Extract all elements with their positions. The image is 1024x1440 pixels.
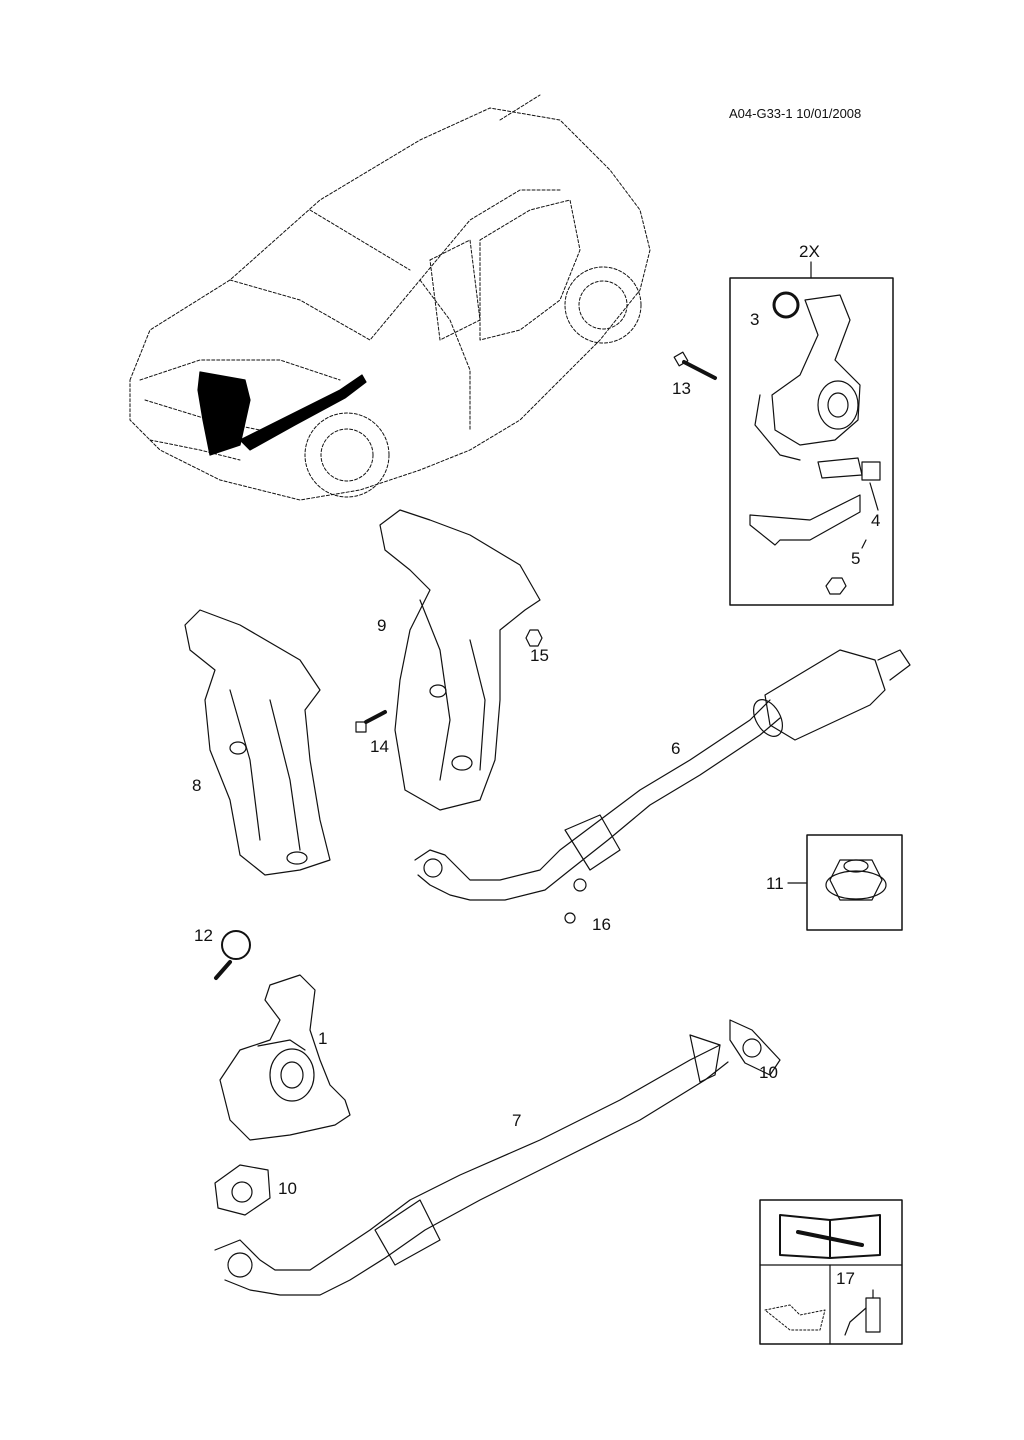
oil-can-icon xyxy=(764,1304,826,1331)
heat-shield-upper-icon xyxy=(379,509,541,811)
nut-icon xyxy=(525,629,543,647)
callout-14: 14 xyxy=(370,737,389,756)
bolt-icon xyxy=(355,710,387,733)
vehicle-outline-icon xyxy=(129,94,651,501)
callout-4: 4 xyxy=(871,511,881,530)
bolt-icon xyxy=(673,351,717,380)
callout-1: 1 xyxy=(318,1029,328,1048)
bracket-icon xyxy=(749,457,881,546)
callout-16: 16 xyxy=(592,915,611,934)
clamp-icon xyxy=(214,930,251,980)
heat-shield-lower-icon xyxy=(184,609,331,876)
front-pipe-icon xyxy=(414,649,911,924)
highlighted-exhaust-icon xyxy=(197,371,367,456)
callout-10-upper: 10 xyxy=(759,1063,778,1082)
catalytic-converter-icon xyxy=(219,974,351,1141)
callout-13: 13 xyxy=(672,379,691,398)
exhaust-pipe-icon xyxy=(214,1034,729,1296)
callout-17: 17 xyxy=(836,1269,855,1288)
gasket-icon xyxy=(214,1164,271,1216)
callout-9: 9 xyxy=(377,616,387,635)
callout-15: 15 xyxy=(530,646,549,665)
callout-11: 11 xyxy=(766,874,784,893)
callout-6: 6 xyxy=(671,739,681,758)
callout-8: 8 xyxy=(192,776,202,795)
callout-5: 5 xyxy=(851,549,861,568)
catalytic-converter-icon xyxy=(754,294,861,461)
callout-7: 7 xyxy=(512,1111,522,1130)
sealant-tube-icon xyxy=(844,1289,881,1336)
flange-nut-icon xyxy=(825,859,887,901)
repair-manual-icon xyxy=(779,1214,881,1259)
callout-12: 12 xyxy=(194,926,213,945)
gasket-icon xyxy=(729,1019,781,1076)
nut-detail-box xyxy=(806,834,903,931)
gasket-ring-icon xyxy=(772,291,800,319)
callout-2x: 2X xyxy=(799,242,820,261)
callout-3: 3 xyxy=(750,310,760,329)
nut-icon xyxy=(825,577,847,595)
info-box xyxy=(759,1199,903,1345)
diagram-reference-code: A04-G33-1 10/01/2008 xyxy=(729,106,862,121)
callout-10-lower: 10 xyxy=(278,1179,297,1198)
